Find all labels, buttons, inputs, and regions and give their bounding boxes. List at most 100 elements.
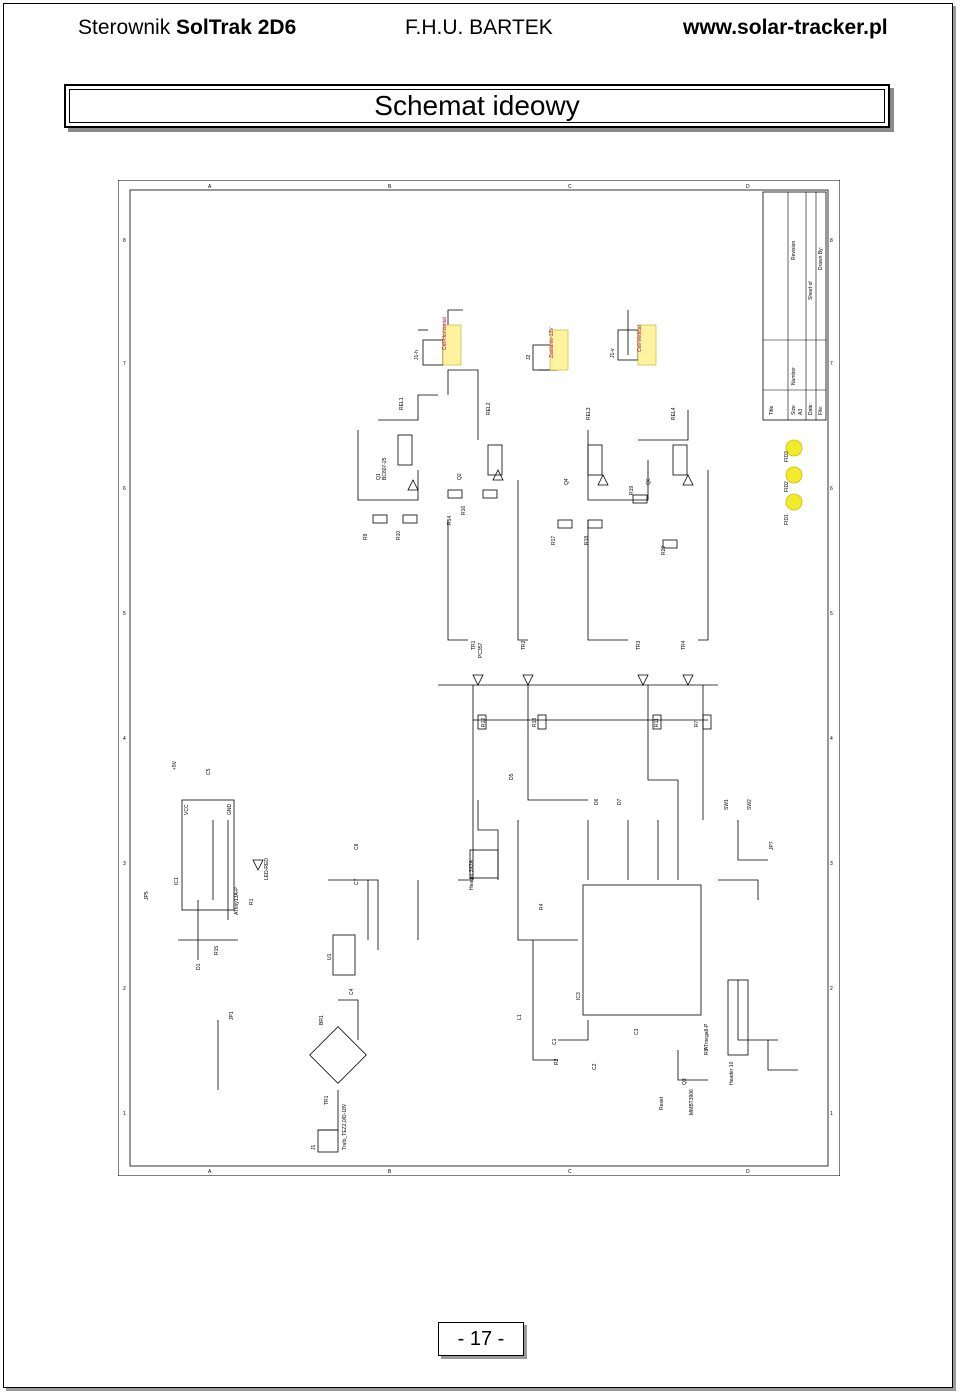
label-mmbt3906: MMBT3906: [689, 1089, 695, 1115]
zone-number-1-left: 1: [123, 1111, 126, 1117]
label-r9: R9: [363, 533, 369, 540]
fid3-marker: [785, 493, 803, 511]
zasilanie-highlight: [549, 329, 569, 371]
fid1-marker: [785, 439, 803, 457]
header-3x2a-connector: [469, 849, 499, 879]
r17-resistor: [557, 519, 573, 529]
label-c8: C8: [354, 843, 360, 850]
zone-number-2-left: 2: [123, 986, 126, 992]
zone-letter-b-bottom: B: [388, 1169, 392, 1175]
label-d1: D1: [196, 963, 202, 970]
r7-resistor: [702, 714, 712, 730]
label-trafo: Trafo_TEZ2,0/D-18V: [342, 1103, 348, 1150]
label-title-block-title: Title: [769, 406, 775, 415]
r19-resistor: [632, 494, 648, 504]
j1h-connector: [422, 339, 444, 366]
label-q6: Q6: [646, 478, 652, 485]
zone-letter-d-top: D: [746, 184, 750, 190]
label-r4: R4: [539, 903, 545, 910]
fid2-marker: [785, 466, 803, 484]
label-jp5: JP5: [144, 891, 150, 900]
page-header: Sterownik SolTrak 2D6 F.H.U. BARTEK www.…: [0, 14, 960, 42]
label-sw2: SW2: [747, 799, 753, 810]
label-r1: R1: [249, 898, 255, 905]
label-rel1: REL1: [399, 397, 405, 410]
r10-resistor: [402, 514, 418, 524]
header-product: Sterownik SolTrak 2D6: [78, 14, 296, 42]
zone-number-3-right: 3: [830, 861, 833, 867]
label-q1: Q1: [376, 473, 382, 480]
label-title-block-drawn: Drawn By:: [818, 247, 824, 270]
label-tr2: TR2: [521, 640, 527, 650]
r20-resistor: [662, 539, 678, 549]
label-l1: L1: [517, 1014, 523, 1020]
schematic-inner-border: [129, 189, 829, 1167]
label-d5: D5: [509, 773, 515, 780]
zone-number-5-right: 5: [830, 611, 833, 617]
tr3-optocoupler-diode: [637, 674, 649, 686]
cell-vertical-highlight: [637, 324, 657, 366]
label-r15: R15: [214, 946, 220, 955]
ic1-attiny13-body: [181, 799, 235, 911]
label-led-red: LED-RED: [264, 858, 270, 880]
j1-connector: [317, 1129, 339, 1153]
document-title: Schemat ideowy: [374, 90, 580, 121]
label-r17: R17: [551, 536, 557, 545]
label-r10: R10: [396, 531, 402, 540]
label-tr1-transformer: TR1: [324, 1095, 330, 1105]
zone-number-2-right: 2: [830, 986, 833, 992]
zone-number-7-right: 7: [830, 361, 833, 367]
r13-resistor: [537, 714, 547, 730]
label-header10: Header 10: [729, 1061, 735, 1085]
label-header-3x2a: Header 3X2A: [469, 859, 475, 890]
zone-number-8-left: 8: [123, 238, 126, 244]
label-r12: R12: [481, 718, 487, 727]
label-reset: Reset: [659, 1096, 665, 1110]
zone-number-5-left: 5: [123, 611, 126, 617]
zone-letter-c-top: C: [568, 184, 572, 190]
page-number-box: - 17 -: [438, 1322, 524, 1356]
r9-resistor: [372, 514, 388, 524]
rel1-coil: [397, 434, 413, 466]
label-r18: R18: [584, 536, 590, 545]
d9-diode: [597, 474, 609, 486]
br1-bridge-rectifier: [309, 1026, 367, 1084]
ic3-atmega8-body: [582, 884, 702, 1016]
label-title-block-date: Date:: [808, 403, 814, 415]
label-ic1: IC1: [174, 877, 180, 885]
label-r8: R8: [704, 1048, 710, 1055]
label-r16: R16: [461, 506, 467, 515]
schematic-title-block: [762, 191, 827, 421]
label-j1v: J1-v: [610, 348, 616, 358]
header-product-name: SolTrak 2D6: [176, 16, 297, 39]
schematic-diagram: A B C D A B C D 1 2 3 4 5 6 7 8 1 2 3 4 …: [118, 180, 840, 1176]
label-r11: R11: [654, 718, 660, 727]
label-jp7: JP7: [769, 841, 775, 850]
label-r14: R14: [447, 516, 453, 525]
zone-letter-a-top: A: [208, 184, 212, 190]
u1-regulator-body: [332, 934, 356, 976]
cell-horizontal-highlight: [442, 324, 462, 366]
label-plus5v: +5V: [172, 760, 178, 770]
label-r13: R13: [532, 718, 538, 727]
zone-number-3-left: 3: [123, 861, 126, 867]
d10-diode: [682, 474, 694, 486]
zone-number-8-right: 8: [830, 238, 833, 244]
title-box-inner-border: [69, 89, 885, 123]
label-c2: C2: [592, 1063, 598, 1070]
label-r7: R7: [694, 720, 700, 727]
label-rel4: REL4: [671, 407, 677, 420]
header-company: F.H.U. BARTEK: [405, 16, 553, 39]
label-title-block-size: Size: [791, 405, 797, 415]
label-r19: R19: [629, 486, 635, 495]
label-c4: C4: [349, 988, 355, 995]
zone-number-6-left: 6: [123, 486, 126, 492]
label-title-block-revision: Revision: [791, 241, 797, 260]
rel3-coil: [587, 444, 603, 476]
label-atmega8: ATmega8-P: [704, 1023, 710, 1050]
label-vcc-ic1: VCC: [184, 804, 190, 815]
label-bc807-q1: BC807-25: [382, 457, 388, 480]
r12-resistor: [477, 714, 487, 730]
tr1-optocoupler-diode: [472, 674, 484, 686]
r16-resistor: [482, 489, 498, 499]
